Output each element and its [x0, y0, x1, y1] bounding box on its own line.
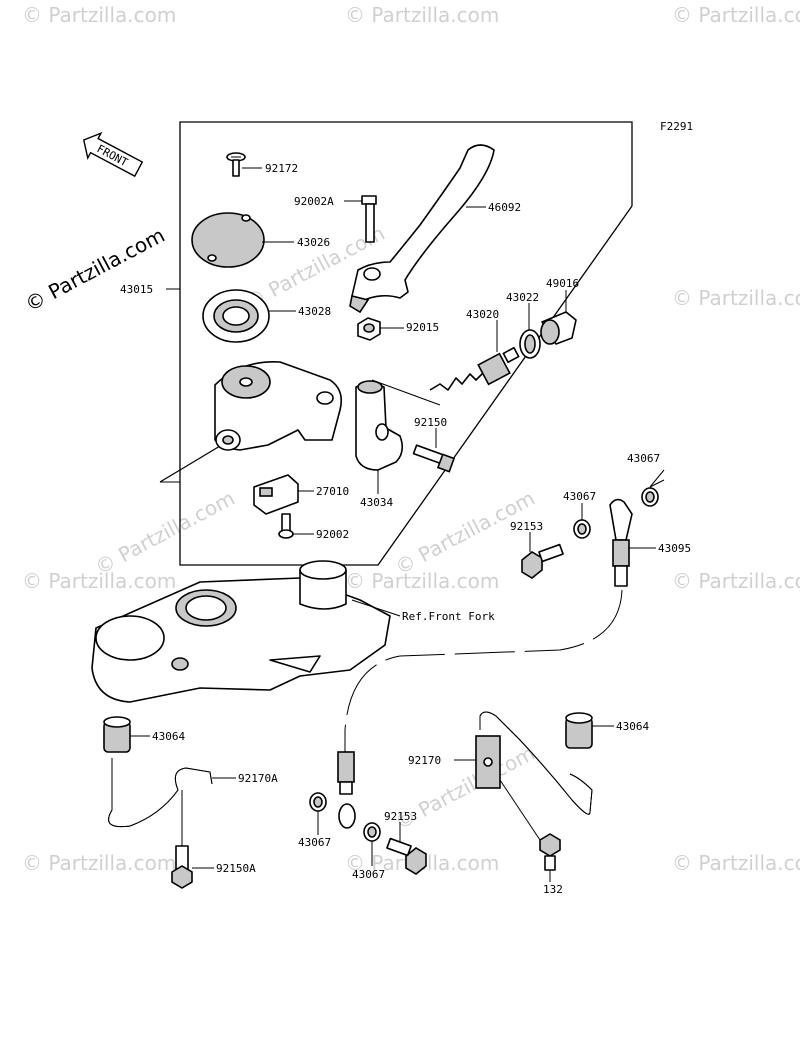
part-label: 43067: [352, 868, 385, 881]
reservoir-cap-43026: [191, 212, 294, 268]
watermark-text: © Partzilla.com: [21, 223, 169, 317]
washer-43067: [573, 503, 591, 539]
reference-label: Ref.Front Fork: [402, 610, 495, 623]
holder-43034: [355, 380, 404, 494]
washer-43067: [309, 792, 327, 835]
watermark-text: © Partzilla.com: [22, 569, 176, 593]
part-label: 92172: [265, 162, 298, 175]
part-label: 132: [543, 883, 563, 896]
part-label: 92153: [510, 520, 543, 533]
part-label: 46092: [488, 201, 521, 214]
part-label: 43064: [616, 720, 649, 733]
washer-43067: [641, 469, 665, 507]
dust-boot-49016: [540, 290, 577, 345]
part-label: 43020: [466, 308, 499, 321]
part-label: 92002: [316, 528, 349, 541]
bolt-92153: [521, 532, 564, 579]
screw-92172: [226, 152, 262, 177]
fork-bracket: [91, 560, 401, 703]
front-arrow-icon: FRONT: [82, 131, 144, 178]
brake-hose-43095: [337, 498, 656, 829]
part-label: 49016: [546, 277, 579, 290]
part-label: 43034: [360, 496, 393, 509]
screw-92002: [278, 513, 314, 539]
part-label: 92170A: [238, 772, 278, 785]
watermark-text: © Partzilla.com: [672, 286, 800, 310]
part-label: 92150: [414, 416, 447, 429]
part-label: 43026: [297, 236, 330, 249]
watermarks: © Partzilla.com © Partzilla.com © Partzi…: [21, 3, 800, 875]
part-label: 43067: [563, 490, 596, 503]
watermark-text: © Partzilla.com: [672, 569, 800, 593]
part-label: 43095: [658, 542, 691, 555]
watermark-text: © Partzilla.com: [345, 3, 499, 27]
clamp-92170A: [108, 758, 236, 828]
washer-43067: [363, 822, 381, 866]
part-label: 43015: [120, 283, 153, 296]
watermark-text: © Partzilla.com: [345, 569, 499, 593]
part-label: 92170: [408, 754, 441, 767]
watermark-text: © Partzilla.com: [672, 851, 800, 875]
watermark-text: © Partzilla.com: [22, 851, 176, 875]
circlip-43022: [519, 303, 541, 359]
part-label: 92015: [406, 321, 439, 334]
diaphragm-43028: [202, 289, 296, 343]
bolt-92002A: [344, 195, 377, 243]
watermark-text: © Partzilla.com: [22, 3, 176, 27]
part-label: 43067: [627, 452, 660, 465]
watermark-text: © Partzilla.com: [672, 3, 800, 27]
brake-lever-46092: [349, 144, 495, 314]
part-label: 43064: [152, 730, 185, 743]
master-cylinder-body: [214, 361, 343, 451]
bolt-132: [539, 833, 561, 882]
part-labels: 92172 92002A 46092 43026 43015 43028 920…: [120, 162, 691, 896]
figure-code: F2291: [660, 120, 693, 133]
bolt-92153: [386, 822, 427, 875]
part-label: 43067: [298, 836, 331, 849]
bolt-92150A: [171, 790, 214, 889]
rubber-43064: [103, 716, 150, 753]
part-label: 27010: [316, 485, 349, 498]
part-label: 92153: [384, 810, 417, 823]
part-label: 92150A: [216, 862, 256, 875]
clamp-92170: [454, 711, 593, 841]
assembly-frame: [159, 121, 633, 566]
rubber-43064: [565, 712, 614, 749]
piston-assembly-43020: [429, 320, 520, 391]
part-label: 43028: [298, 305, 331, 318]
part-label: 43022: [506, 291, 539, 304]
part-label: 92002A: [294, 195, 334, 208]
nut-92015: [357, 317, 404, 341]
bolt-92150: [412, 428, 456, 473]
switch-27010: [253, 474, 314, 515]
